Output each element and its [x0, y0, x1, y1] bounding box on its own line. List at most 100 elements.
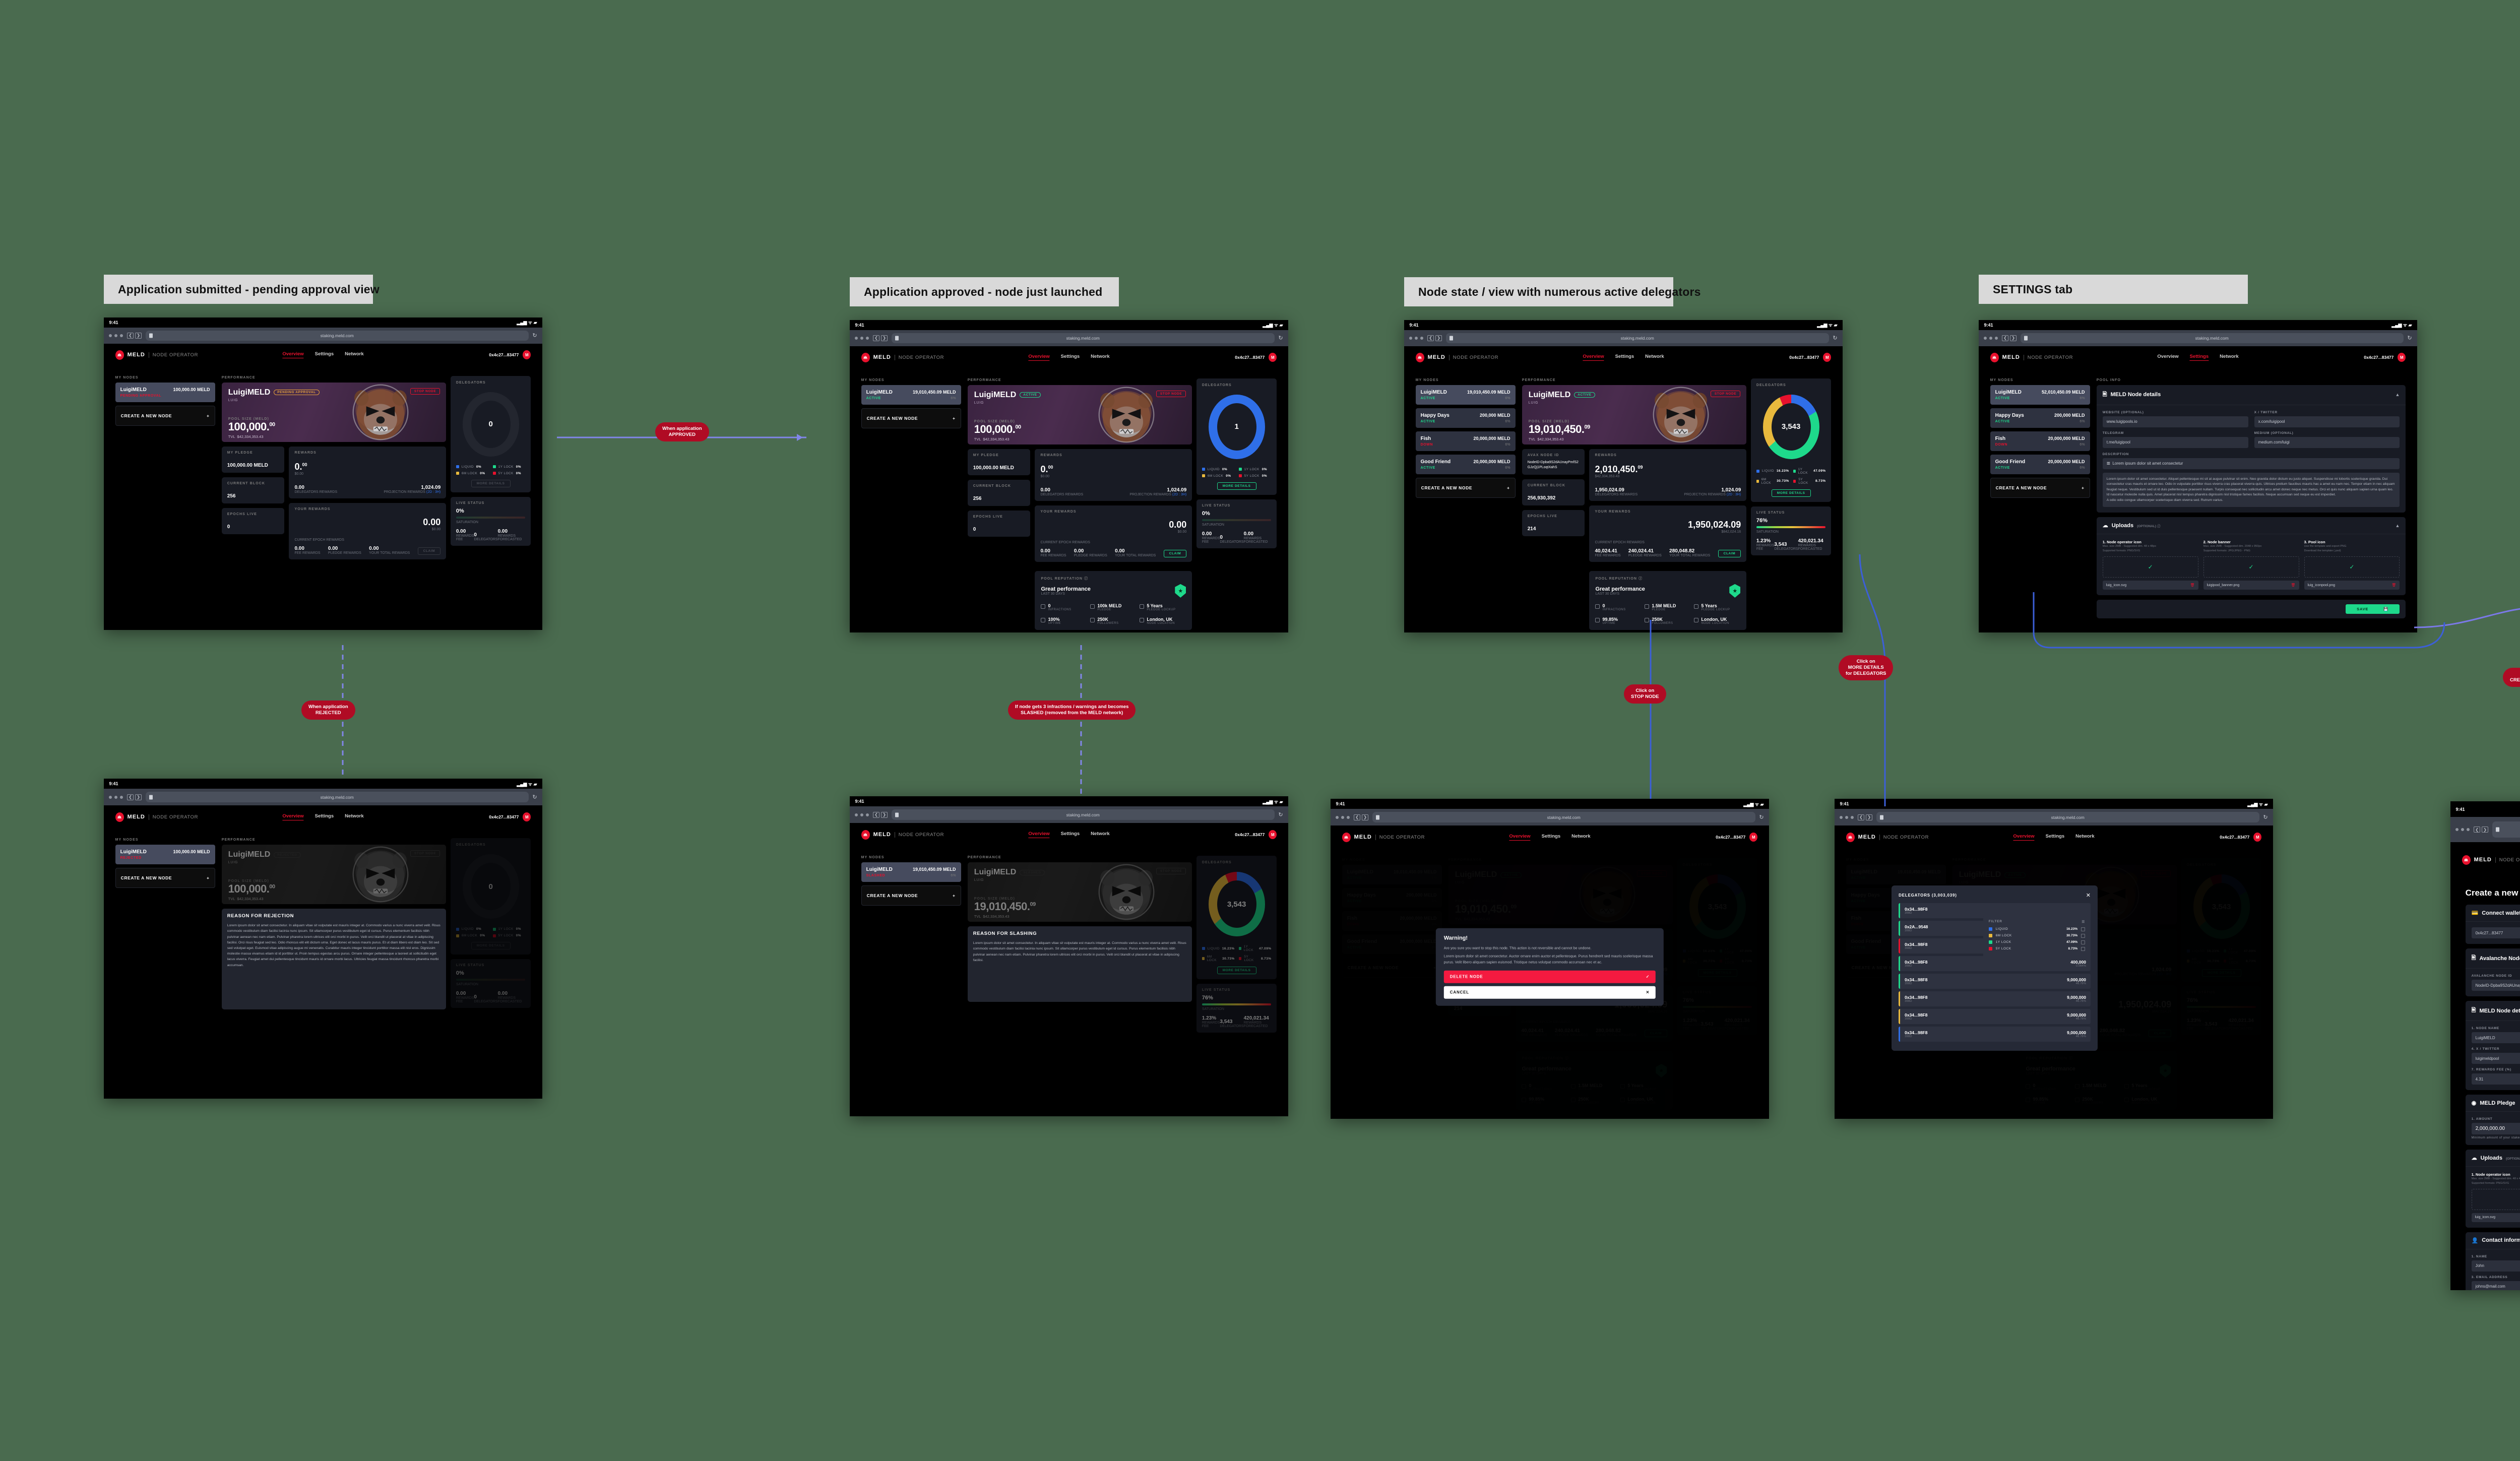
stop-node-button[interactable]: STOP NODE [410, 850, 440, 857]
forward-button[interactable]: ❯ [135, 794, 142, 800]
more-details-button[interactable]: MORE DETAILS [1217, 482, 1256, 490]
back-button[interactable]: ❮ [2474, 827, 2481, 833]
address-bar[interactable]: staking.meld.com [1372, 812, 1755, 823]
tab-network[interactable]: Network [1571, 834, 1591, 840]
node-list-item[interactable]: Good Friend 20,000,000 MELD ACTIVE 6% [1415, 454, 1516, 474]
tab-network[interactable]: Network [345, 813, 364, 819]
forward-button[interactable]: ❯ [1866, 814, 1873, 820]
stop-node-button[interactable]: STOP NODE [410, 388, 440, 395]
tab-settings[interactable]: Settings [314, 351, 334, 357]
account-area[interactable]: 0x4c27...83477 M [489, 350, 531, 360]
upload-dropzone[interactable]: ✓ [2471, 1188, 2520, 1210]
back-button[interactable]: ❮ [1354, 814, 1361, 820]
address-bar[interactable]: staking.meld.com [145, 330, 529, 341]
tab-settings[interactable]: Settings [2189, 354, 2209, 361]
node-list-item[interactable]: Fish 20,000,000 MELD DOWN 6% [1990, 431, 2090, 451]
tab-network[interactable]: Network [1091, 354, 1110, 360]
avatar[interactable]: M [1749, 833, 1758, 842]
tab-overview[interactable]: Overview [1509, 834, 1531, 841]
window-controls[interactable] [109, 795, 123, 799]
filter-row[interactable]: LIQUID 16.23% [1988, 927, 2085, 931]
tab-settings[interactable]: Settings [2045, 834, 2065, 840]
node-list-item[interactable]: Fish 20,000,000 MELD DOWN 6% [1415, 431, 1516, 451]
description-body[interactable]: Lorem ipsum dolor sit amet consectetur. … [2102, 472, 2400, 507]
window-controls[interactable] [855, 336, 869, 340]
tab-settings[interactable]: Settings [1060, 354, 1080, 360]
settings-field-input[interactable]: www.luigipools.io [2102, 416, 2248, 427]
back-button[interactable]: ❮ [127, 332, 134, 339]
account-area[interactable]: 0x4c27...83477 M [1235, 830, 1277, 840]
account-area[interactable]: 0x4c27...83477 M [1716, 833, 1758, 842]
node-list-item[interactable]: LuigiMELD 100,000.00 MELD REJECTED [115, 845, 215, 865]
account-area[interactable]: 0x4c27...83477 M [1789, 353, 1832, 362]
back-button[interactable]: ❮ [2002, 335, 2009, 341]
tab-overview[interactable]: Overview [1028, 354, 1050, 361]
reload-icon[interactable]: ↻ [532, 333, 537, 339]
reload-icon[interactable]: ↻ [2263, 814, 2268, 821]
settings-field-input[interactable]: medium.com/luigi [2254, 436, 2400, 448]
tab-overview[interactable]: Overview [1028, 831, 1050, 839]
address-bar[interactable]: staking.meld.com [891, 333, 1275, 344]
forward-button[interactable]: ❯ [1362, 814, 1369, 820]
reload-icon[interactable]: ↻ [1833, 335, 1838, 342]
cancel-button[interactable]: CANCEL✕ [1443, 986, 1656, 999]
delete-icon[interactable]: 🗑 [2391, 584, 2397, 588]
account-area[interactable]: 0x4c27...83477 M [2220, 833, 2262, 842]
tab-network[interactable]: Network [1645, 354, 1664, 360]
stop-node-button[interactable]: STOP NODE [1710, 390, 1741, 397]
avax-node-id-input[interactable]: NodeID-Dpba9S2dAUnayPmfS2GJzQj1PLoqtXahS [2471, 980, 2520, 991]
stop-node-button[interactable]: STOP NODE [1156, 868, 1186, 875]
wallet-address-input[interactable]: 0x4c27...83477 [2471, 927, 2520, 939]
node-list-item[interactable]: LuigiMELD 19,010,450.09 MELD ACTIVE 6% [861, 385, 961, 405]
settings-field-input[interactable]: t.me/luigipool [2102, 436, 2248, 448]
window-controls[interactable] [1409, 336, 1424, 340]
create-new-node-button[interactable]: CREATE A NEW NODE + [115, 868, 215, 888]
avatar[interactable]: M [2398, 353, 2406, 362]
back-button[interactable]: ❮ [1858, 814, 1865, 820]
panel-header[interactable]: 🖹 MELD Node details▲ [2096, 385, 2406, 405]
address-bar[interactable]: staking.meld.com [1876, 812, 2259, 823]
tab-settings[interactable]: Settings [314, 813, 334, 819]
avatar[interactable]: M [2253, 833, 2262, 842]
tab-network[interactable]: Network [345, 351, 364, 357]
tab-overview[interactable]: Overview [282, 813, 304, 821]
address-bar[interactable]: staking.meld.com [2020, 333, 2404, 344]
forward-button[interactable]: ❯ [2482, 827, 2489, 833]
node-list-item[interactable]: Happy Days 200,000 MELD ACTIVE 6% [1415, 408, 1516, 428]
address-bar[interactable]: staking.meld.com [2492, 821, 2520, 838]
forward-button[interactable]: ❯ [881, 335, 888, 341]
more-details-button[interactable]: MORE DETAILS [1771, 489, 1811, 497]
reload-icon[interactable]: ↻ [2407, 335, 2412, 342]
create-new-node-button[interactable]: CREATE A NEW NODE + [861, 885, 961, 906]
create-field-input[interactable]: 4.31 [2471, 1073, 2520, 1085]
tab-network[interactable]: Network [1091, 831, 1110, 837]
avatar[interactable]: M [523, 812, 531, 822]
claim-button[interactable]: CLAIM [417, 547, 441, 555]
address-bar[interactable]: staking.meld.com [145, 792, 529, 803]
close-icon[interactable]: ✕ [2086, 892, 2091, 899]
window-controls[interactable] [1336, 815, 1350, 819]
tab-overview[interactable]: Overview [1583, 354, 1604, 361]
avatar[interactable]: M [1269, 353, 1277, 362]
upload-dropzone[interactable]: ✓ [2304, 556, 2400, 578]
window-controls[interactable] [109, 334, 123, 337]
create-new-node-button[interactable]: CREATE A NEW NODE + [1415, 477, 1516, 498]
avatar[interactable]: M [523, 350, 531, 360]
forward-button[interactable]: ❯ [135, 332, 142, 339]
filter-row[interactable]: 6M LOCK 30.73% [1988, 933, 2085, 938]
filter-row[interactable]: 1Y LOCK 47.09% [1988, 940, 2085, 944]
node-list-item[interactable]: LuigiMELD 100,000.00 MELD PENDING APPROV… [115, 382, 215, 402]
tab-network[interactable]: Network [2075, 834, 2095, 840]
filter-row[interactable]: 5Y LOCK 8.73% [1988, 946, 2085, 951]
tab-settings[interactable]: Settings [1060, 831, 1080, 837]
account-area[interactable]: 0x4c27...83477 M [1235, 353, 1277, 362]
claim-button[interactable]: CLAIM [1163, 549, 1187, 557]
window-controls[interactable] [855, 813, 869, 816]
pledge-amount-input[interactable]: 2,000,000.00 [2471, 1123, 2520, 1135]
reload-icon[interactable]: ↻ [1278, 335, 1283, 342]
tab-overview[interactable]: Overview [282, 351, 304, 359]
account-area[interactable]: 0x4c27...83477 M [489, 812, 531, 822]
reload-icon[interactable]: ↻ [1759, 814, 1764, 821]
